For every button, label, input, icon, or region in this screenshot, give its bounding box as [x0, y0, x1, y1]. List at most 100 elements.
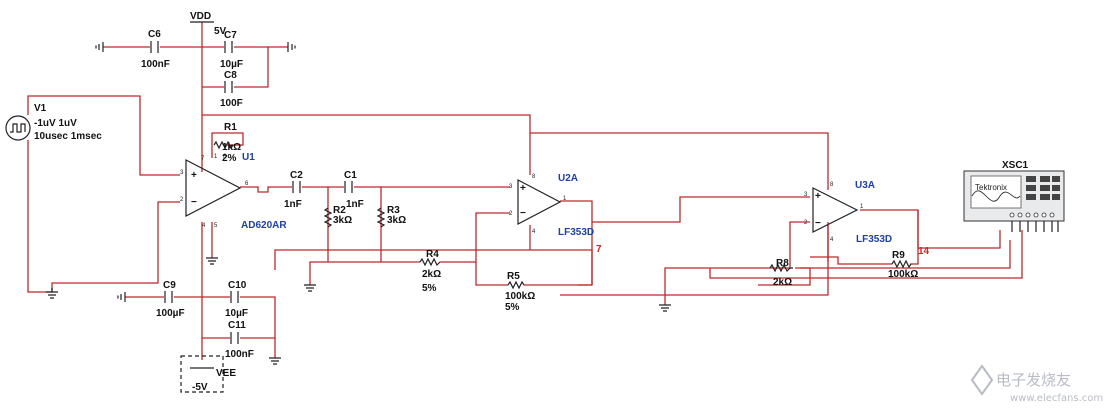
svg-text:R1: R1 [224, 122, 237, 133]
svg-text:2kΩ: 2kΩ [422, 269, 441, 280]
vdd-symbol: VDD 5V [190, 11, 227, 37]
scope-trace [971, 190, 1021, 202]
svg-text:www.elecfans.com: www.elecfans.com [1010, 393, 1103, 404]
svg-text:−: − [815, 218, 821, 229]
svg-text:U1: U1 [242, 152, 255, 163]
resistor-r5: R5 100kΩ 5% [505, 271, 535, 313]
svg-text:5%: 5% [422, 283, 437, 294]
svg-text:100µF: 100µF [156, 308, 185, 319]
svg-text:2kΩ: 2kΩ [773, 277, 792, 288]
instrumentation-amp-u1: 3 2 6 7 1 8 4 5 + − U1 AD620AR [180, 152, 287, 231]
watermark: 电子发烧友 www.elecfans.com [970, 364, 1103, 404]
svg-text:4: 4 [202, 223, 206, 229]
svg-text:+: + [520, 183, 526, 194]
svg-text:R3: R3 [387, 205, 400, 216]
svg-text:100nF: 100nF [225, 349, 254, 360]
svg-text:100kΩ: 100kΩ [505, 291, 535, 302]
svg-text:10usec 1msec: 10usec 1msec [34, 131, 102, 142]
svg-text:LF353D: LF353D [558, 227, 594, 238]
svg-text:−: − [520, 208, 526, 219]
oscilloscope-xsc1: XSC1 Tektronix [963, 160, 1065, 232]
svg-text:C6: C6 [148, 29, 161, 40]
svg-text:1nF: 1nF [346, 199, 364, 210]
resistor-r4: R4 2kΩ 5% [419, 249, 441, 294]
ground-icon-c7 [287, 42, 296, 52]
ground-icon-u3a [659, 304, 671, 312]
svg-text:3kΩ: 3kΩ [333, 215, 352, 226]
svg-text:3kΩ: 3kΩ [387, 215, 406, 226]
ground-icon-c6 [95, 42, 104, 52]
svg-text:C10: C10 [228, 280, 247, 291]
svg-text:5: 5 [214, 223, 218, 229]
capacitor-c1: C1 1nF [344, 170, 364, 210]
scope-screen [970, 175, 1022, 209]
scope-buttons [1026, 176, 1060, 200]
svg-text:1kΩ: 1kΩ [222, 142, 241, 153]
ground-icon-u1 [206, 257, 218, 265]
svg-text:U2A: U2A [558, 173, 578, 184]
ground-icon-r2 [304, 284, 316, 292]
svg-text:100kΩ: 100kΩ [888, 269, 918, 280]
svg-text:3: 3 [180, 170, 184, 176]
svg-text:+: + [191, 170, 197, 181]
capacitor-c10: C10 10µF [225, 280, 248, 319]
svg-text:3: 3 [804, 192, 808, 198]
svg-text:8: 8 [532, 174, 536, 180]
op-amp-u2a: 3 2 8 4 1 + − U2A LF353D [509, 173, 594, 238]
svg-text:C7: C7 [224, 30, 237, 41]
scope-terminals [1009, 212, 1055, 218]
svg-text:+: + [815, 191, 821, 202]
svg-text:R2: R2 [333, 205, 346, 216]
wires [27, 22, 1023, 360]
svg-text:8: 8 [830, 182, 834, 188]
resistor-r2: R2 3kΩ [323, 205, 352, 228]
capacitor-c11: C11 100nF [225, 320, 254, 360]
svg-text:C9: C9 [163, 280, 176, 291]
svg-text:2: 2 [804, 220, 808, 226]
svg-text:8: 8 [223, 154, 227, 160]
svg-text:R5: R5 [507, 271, 520, 282]
svg-text:1: 1 [214, 154, 218, 160]
svg-text:100nF: 100nF [141, 59, 170, 70]
op-amp-u3a: 3 2 8 4 1 + − U3A LF353D [804, 180, 892, 245]
svg-text:AD620AR: AD620AR [241, 220, 287, 231]
svg-text:3: 3 [509, 184, 513, 190]
svg-text:−: − [191, 197, 197, 208]
svg-text:2: 2 [509, 211, 513, 217]
svg-text:5%: 5% [505, 302, 520, 313]
resistor-r9: R9 100kΩ [888, 250, 918, 280]
resistor-r3: R3 3kΩ [376, 205, 406, 228]
svg-text:Tektronix: Tektronix [975, 183, 1007, 192]
svg-text:4: 4 [830, 237, 834, 243]
capacitor-c9: C9 100µF [156, 280, 185, 319]
capacitor-c2: C2 1nF [284, 170, 303, 210]
svg-text:10µF: 10µF [225, 308, 248, 319]
svg-text:1nF: 1nF [284, 199, 302, 210]
svg-text:U3A: U3A [855, 180, 875, 191]
capacitor-c8: C8 100F [220, 70, 243, 109]
svg-text:2%: 2% [222, 153, 237, 164]
svg-text:XSC1: XSC1 [1002, 160, 1029, 171]
vee-symbol: VEE -5V [180, 355, 236, 393]
svg-text:2: 2 [180, 197, 184, 203]
svg-text:电子发烧友: 电子发烧友 [996, 371, 1071, 389]
svg-text:C2: C2 [290, 170, 303, 181]
vee-value: -5V [192, 382, 208, 393]
svg-text:100F: 100F [220, 98, 243, 109]
resistor-r8: R8 2kΩ [769, 258, 793, 288]
svg-text:V1: V1 [34, 103, 47, 114]
net-label-14: 14 [918, 246, 930, 257]
resistor-r1: R1 1kΩ 2% [213, 122, 241, 164]
vee-label: VEE [216, 368, 236, 379]
vdd-label: VDD [190, 11, 211, 22]
capacitor-c6: C6 100nF [141, 29, 170, 70]
net-label-7: 7 [596, 244, 602, 255]
watermark-logo-icon [970, 364, 994, 396]
ground-icon-c9 [117, 292, 126, 302]
vdd-value: 5V [214, 26, 227, 37]
svg-text:R8: R8 [776, 258, 789, 269]
svg-text:-1uV 1uV: -1uV 1uV [34, 118, 77, 129]
svg-text:7: 7 [201, 156, 205, 162]
pulse-source-v1: V1 -1uV 1uV 10usec 1msec [5, 103, 102, 142]
